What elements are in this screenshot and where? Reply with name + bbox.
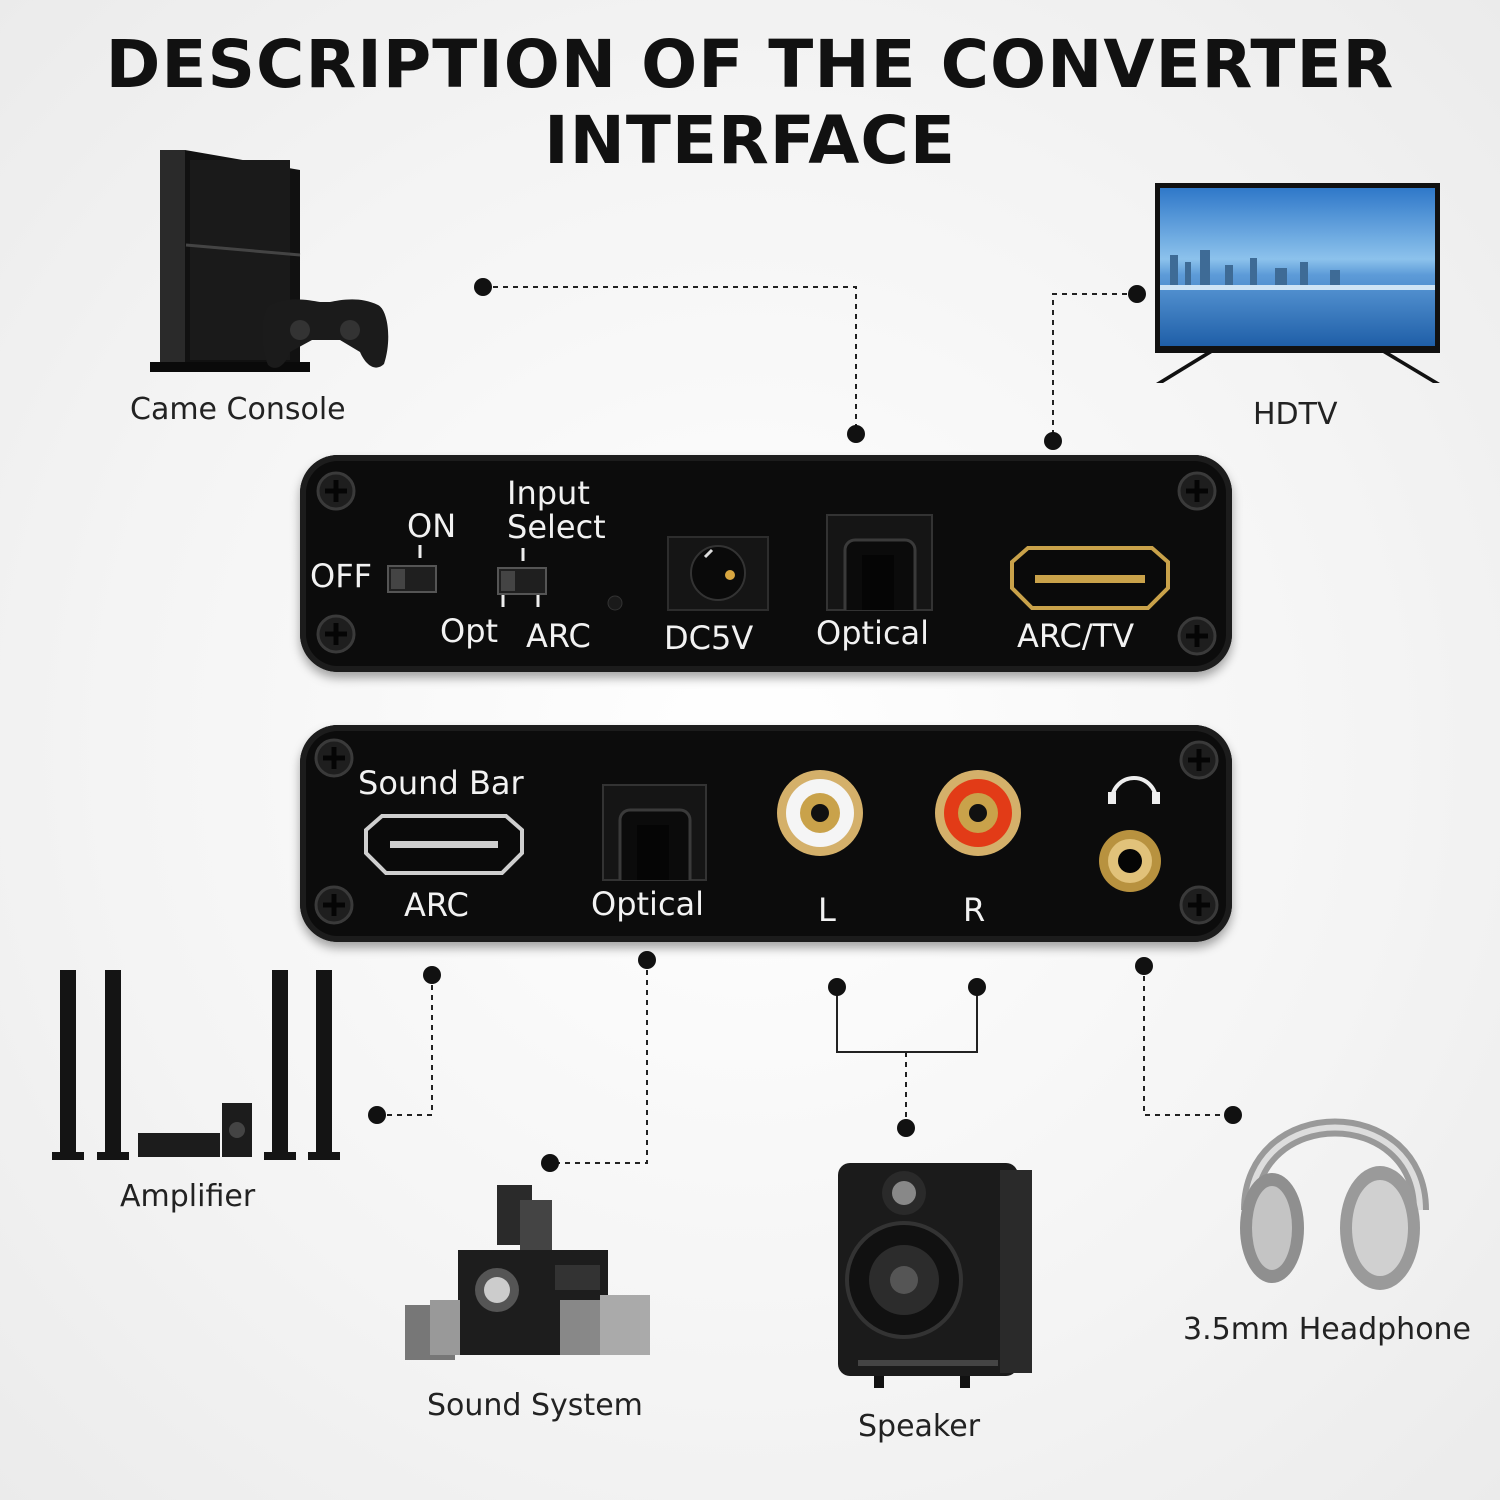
arc-out-label: ARC bbox=[404, 886, 469, 924]
game-console-label: Came Console bbox=[130, 392, 346, 427]
opt-label: Opt bbox=[440, 612, 499, 650]
optical-out-label: Optical bbox=[591, 885, 705, 923]
off-label: OFF bbox=[310, 557, 372, 595]
arc-tv-label: ARC/TV bbox=[1017, 617, 1135, 655]
sound-bar-label: Sound Bar bbox=[358, 764, 524, 802]
headphone-label: 3.5mm Headphone bbox=[1183, 1312, 1472, 1347]
speaker-label: Speaker bbox=[858, 1409, 981, 1444]
optical-in-label: Optical bbox=[816, 614, 930, 652]
sound-system-label: Sound System bbox=[427, 1388, 643, 1423]
title-line-1: DESCRIPTION OF THE CONVERTER bbox=[105, 26, 1395, 103]
dc5v-label: DC5V bbox=[664, 619, 754, 657]
right-channel-label: R bbox=[963, 891, 986, 929]
input-select-label-2: Select bbox=[507, 508, 606, 546]
hdtv-label: HDTV bbox=[1253, 397, 1338, 432]
title-line-2: INTERFACE bbox=[544, 102, 956, 179]
on-label: ON bbox=[407, 507, 457, 545]
input-select-label-1: Input bbox=[507, 474, 590, 512]
left-channel-label: L bbox=[818, 891, 836, 929]
amplifier-label: Amplifier bbox=[120, 1179, 256, 1214]
arc-select-label: ARC bbox=[526, 617, 591, 655]
